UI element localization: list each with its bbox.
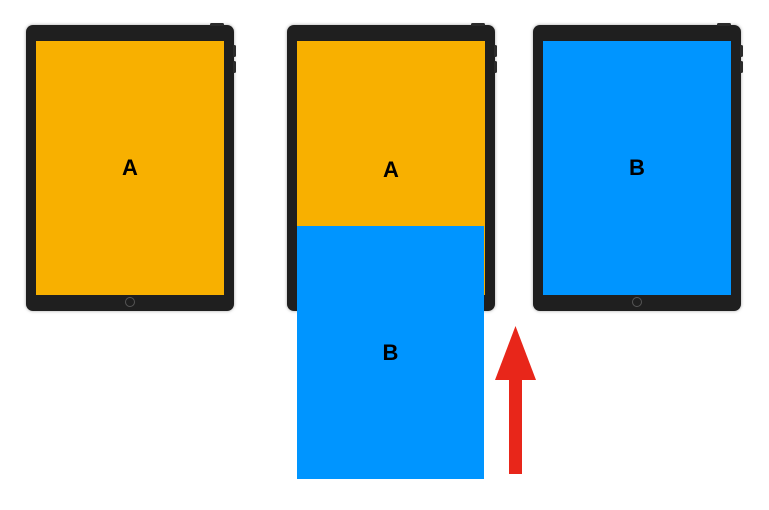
tablet-screen: B xyxy=(543,41,731,295)
screen-a-label: A xyxy=(383,157,399,182)
tablet-step1: A xyxy=(26,23,236,311)
volume-button-up xyxy=(233,45,236,57)
volume-button-up xyxy=(494,45,497,57)
tablet-step3: B xyxy=(533,23,743,311)
screen-a-label: A xyxy=(122,155,138,180)
volume-button-down xyxy=(494,61,497,73)
screen-b-sliding-panel: B xyxy=(297,226,484,479)
volume-button-up xyxy=(740,45,743,57)
screen-b-panel: B xyxy=(543,41,731,295)
power-button xyxy=(471,23,485,26)
tablet-screen: A xyxy=(36,41,224,295)
screen-a-panel: A xyxy=(36,41,224,295)
screen-b-label: B xyxy=(382,339,399,365)
volume-button-down xyxy=(740,61,743,73)
volume-button-down xyxy=(233,61,236,73)
screen-b-label: B xyxy=(629,155,645,180)
home-button xyxy=(125,297,135,307)
power-button xyxy=(210,23,224,26)
power-button xyxy=(717,23,731,26)
home-button xyxy=(632,297,642,307)
